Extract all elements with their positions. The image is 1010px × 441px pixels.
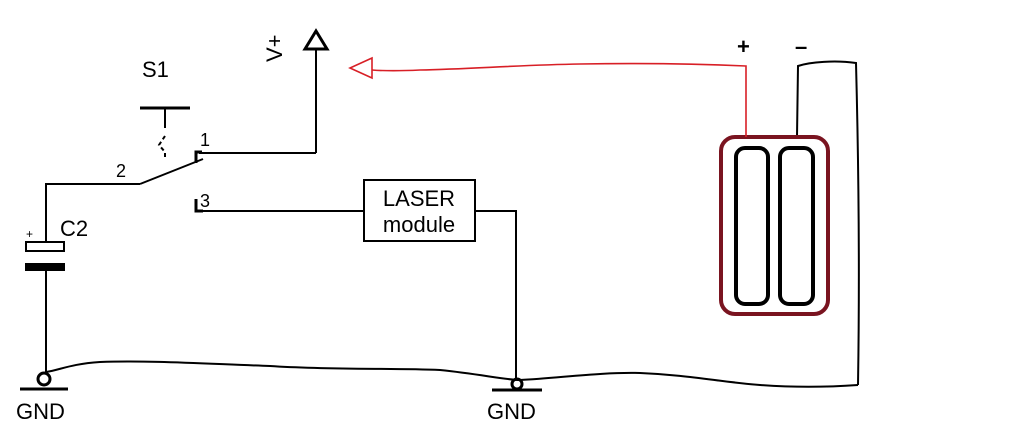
laser-module-label-line2: module [383,212,455,237]
capacitor-positive-plate [25,241,65,252]
battery-negative-wire [796,60,860,386]
pin-2-label: 2 [116,161,126,181]
capacitor-plus-mark: + [26,227,33,241]
ground-return-wire [45,360,859,388]
switch-actuator-link [157,135,166,160]
pin-1-label: 1 [200,130,210,150]
laser-module-label-line1: LASER [383,186,455,211]
battery-cell-left [734,146,770,306]
battery-cell-right [778,146,815,306]
battery-holder [719,135,830,316]
pin-3-label: 3 [200,191,210,211]
capacitor-negative-plate [25,263,65,271]
switch-lever [139,158,204,185]
ground-node-right [510,377,524,391]
capacitor-label: C2 [60,216,88,241]
positive-wire-arrow-icon [348,56,373,80]
ground-node-left [36,371,52,387]
switch-label: S1 [142,57,169,82]
battery-positive-wire [371,62,747,137]
battery-minus-label: – [795,34,807,59]
switch-contact-1 [194,150,202,163]
ground-label-right: GND [487,399,536,424]
switch-contact-3 [194,199,203,213]
supply-arrow-symbol [302,28,330,51]
pin2-wire [45,183,140,241]
battery-plus-label: + [737,34,750,59]
ground-label-left: GND [16,399,65,424]
supply-label: V+ [262,34,287,62]
laser-module-ground-wire [475,210,517,380]
